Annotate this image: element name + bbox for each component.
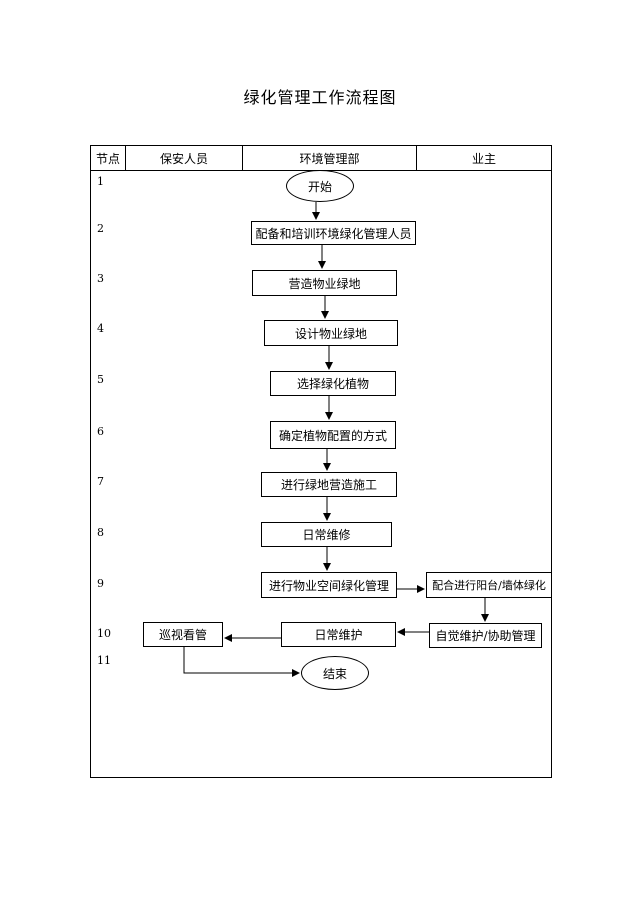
step-construction: 进行绿地营造施工 [261, 472, 397, 497]
step-design-green: 设计物业绿地 [264, 320, 398, 346]
row-number-1: 1 [97, 175, 104, 188]
end-node: 结束 [301, 656, 369, 690]
row-number-11: 11 [97, 654, 111, 667]
row-number-10: 10 [97, 627, 111, 640]
row-number-5: 5 [97, 373, 104, 386]
page-title: 绿化管理工作流程图 [243, 88, 397, 107]
row-number-9: 9 [97, 577, 104, 590]
row-number-6: 6 [97, 425, 104, 438]
step-create-green: 营造物业绿地 [252, 270, 397, 296]
row-number-4: 4 [97, 322, 104, 335]
step-owner-balcony: 配合进行阳台/墙体绿化 [426, 572, 552, 598]
step-plant-layout: 确定植物配置的方式 [270, 421, 396, 449]
step-patrol: 巡视看管 [143, 622, 223, 647]
row-number-7: 7 [97, 475, 104, 488]
start-node: 开始 [286, 170, 354, 202]
step-space-greening: 进行物业空间绿化管理 [261, 572, 397, 598]
header-owner: 业主 [416, 145, 552, 171]
row-number-2: 2 [97, 222, 104, 235]
step-daily-repair: 日常维修 [261, 522, 392, 547]
step-staffing: 配备和培训环境绿化管理人员 [251, 221, 416, 245]
step-select-plants: 选择绿化植物 [270, 371, 396, 396]
step-daily-maintain: 日常维护 [281, 622, 396, 647]
row-number-8: 8 [97, 526, 104, 539]
row-number-3: 3 [97, 272, 104, 285]
step-owner-maintain: 自觉维护/协助管理 [429, 623, 542, 648]
